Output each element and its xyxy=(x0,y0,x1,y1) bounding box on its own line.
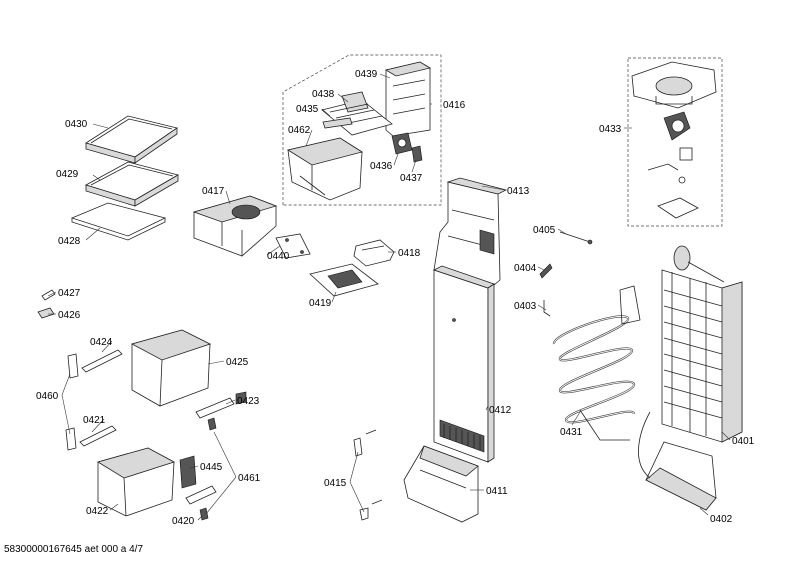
rail-0423[interactable] xyxy=(195,391,247,431)
part-label-0405[interactable]: 0405 xyxy=(533,225,556,236)
bracket-0418[interactable] xyxy=(353,239,395,267)
part-label-0423[interactable]: 0423 xyxy=(237,396,260,407)
part-label-0421[interactable]: 0421 xyxy=(83,415,106,426)
drawer-0422[interactable] xyxy=(97,447,176,517)
part-label-0418[interactable]: 0418 xyxy=(398,248,421,259)
heater-coil-0431[interactable] xyxy=(552,285,641,441)
part-label-0440[interactable]: 0440 xyxy=(267,251,290,262)
part-label-0425[interactable]: 0425 xyxy=(226,357,249,368)
part-label-0431[interactable]: 0431 xyxy=(560,427,583,438)
part-label-0460[interactable]: 0460 xyxy=(36,391,59,402)
part-label-0430[interactable]: 0430 xyxy=(65,119,88,130)
ice-maker-0439[interactable] xyxy=(384,61,432,137)
part-label-0415[interactable]: 0415 xyxy=(324,478,347,489)
shelf-0429[interactable] xyxy=(84,161,180,207)
grille-0419[interactable] xyxy=(309,263,379,297)
part-label-0428[interactable]: 0428 xyxy=(58,236,81,247)
part-label-0422[interactable]: 0422 xyxy=(86,506,109,517)
part-label-0420[interactable]: 0420 xyxy=(172,516,195,527)
fan-bracket-0433[interactable] xyxy=(631,61,717,219)
part-label-0419[interactable]: 0419 xyxy=(309,298,332,309)
part-label-0426[interactable]: 0426 xyxy=(58,310,81,321)
clip-0426[interactable] xyxy=(37,307,55,319)
bin-0462[interactable] xyxy=(286,137,363,201)
liner-panel-0412[interactable] xyxy=(432,265,495,463)
part-label-0445[interactable]: 0445 xyxy=(200,462,223,473)
rail-0424[interactable] xyxy=(67,349,123,379)
part-label-0403[interactable]: 0403 xyxy=(514,301,537,312)
clip-0404[interactable] xyxy=(539,263,553,279)
thermostat-0403[interactable] xyxy=(543,300,551,317)
part-label-0401[interactable]: 0401 xyxy=(732,436,755,447)
part-label-0417[interactable]: 0417 xyxy=(202,186,225,197)
document-footer-code: 58300000167645 aet 000 a 4/7 xyxy=(4,544,144,555)
part-label-0436[interactable]: 0436 xyxy=(370,161,393,172)
sensor-0437[interactable] xyxy=(411,145,423,163)
part-label-0437[interactable]: 0437 xyxy=(400,173,423,184)
dispenser-0417[interactable] xyxy=(192,195,278,257)
fan-group-box xyxy=(627,57,723,227)
part-label-0402[interactable]: 0402 xyxy=(710,514,733,525)
part-label-0438[interactable]: 0438 xyxy=(312,89,335,100)
drawer-0425[interactable] xyxy=(130,329,212,407)
part-label-0411[interactable]: 0411 xyxy=(486,486,508,497)
icemaker-group-box xyxy=(282,54,442,206)
part-label-0461[interactable]: 0461 xyxy=(238,473,261,484)
sensor-0405[interactable] xyxy=(559,231,593,245)
part-label-0412[interactable]: 0412 xyxy=(489,405,512,416)
clip-0427[interactable] xyxy=(41,289,56,301)
bottom-duct-0411[interactable] xyxy=(403,445,479,523)
motor-0436[interactable] xyxy=(391,132,413,155)
part-labels: 0430 0429 0428 0439 0438 0435 0416 0462 … xyxy=(36,69,755,527)
cover-0445[interactable] xyxy=(179,455,197,489)
rail-0421[interactable] xyxy=(65,425,117,451)
part-label-0404[interactable]: 0404 xyxy=(514,263,537,274)
drain-pan-0402[interactable] xyxy=(638,411,717,511)
leader-lines xyxy=(47,73,731,521)
ice-tray-0438[interactable] xyxy=(321,91,393,136)
duct-cover-0413[interactable] xyxy=(433,177,508,291)
part-label-0427[interactable]: 0427 xyxy=(58,288,81,299)
rail-0420[interactable] xyxy=(185,485,217,521)
part-label-0435[interactable]: 0435 xyxy=(296,104,319,115)
part-label-0439[interactable]: 0439 xyxy=(355,69,378,80)
evaporator-0401[interactable] xyxy=(661,245,743,443)
shelf-0428[interactable] xyxy=(70,202,167,241)
screws-0415[interactable] xyxy=(353,429,383,521)
part-label-0433[interactable]: 0433 xyxy=(599,124,622,135)
part-label-0429[interactable]: 0429 xyxy=(56,169,79,180)
mount-0435[interactable] xyxy=(322,117,353,129)
part-label-0424[interactable]: 0424 xyxy=(90,337,113,348)
part-label-0462[interactable]: 0462 xyxy=(288,125,311,136)
shelf-0430[interactable] xyxy=(85,115,178,164)
part-label-0416[interactable]: 0416 xyxy=(443,100,466,111)
plate-0440[interactable] xyxy=(275,233,311,259)
part-label-0413[interactable]: 0413 xyxy=(507,186,530,197)
